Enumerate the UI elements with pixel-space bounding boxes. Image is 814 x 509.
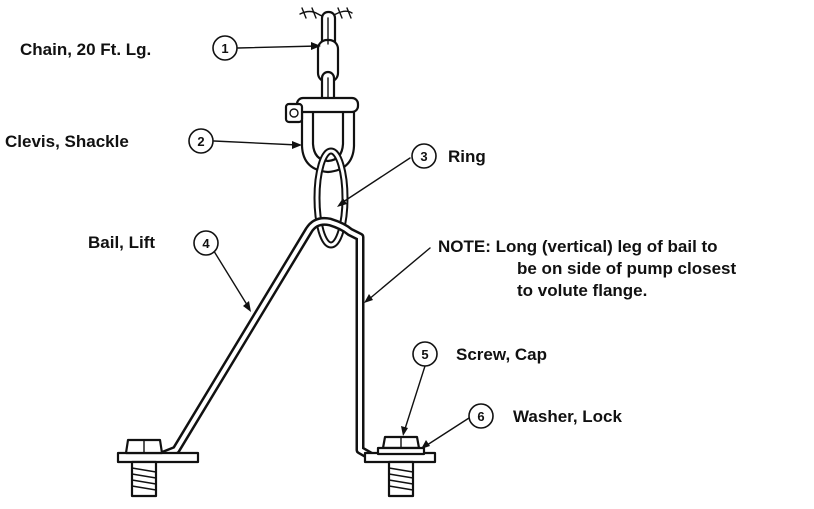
label-screw-cap: Screw, Cap [456, 345, 547, 364]
callout-number-5: 5 [421, 347, 428, 362]
lock-washer [376, 446, 426, 456]
callout-number-2: 2 [197, 134, 204, 149]
callout-4: Bail, Lift 4 [88, 230, 219, 256]
label-clevis-shackle: Clevis, Shackle [5, 132, 129, 151]
label-washer-lock: Washer, Lock [513, 407, 623, 426]
label-bail-lift: Bail, Lift [88, 233, 155, 252]
note-line-3: to volute flange. [517, 281, 647, 300]
ring [313, 147, 349, 249]
note-line-2: be on side of pump closest [517, 259, 736, 278]
callout-number-4: 4 [202, 236, 210, 251]
label-chain: Chain, 20 Ft. Lg. [20, 40, 151, 59]
label-ring: Ring [448, 147, 486, 166]
callout-2: Clevis, Shackle 2 [5, 128, 214, 154]
cap-screw-right-shank [387, 460, 415, 498]
note-line-1: NOTE: Long (vertical) leg of bail to [438, 237, 718, 256]
callout-1: Chain, 20 Ft. Lg. 1 [20, 35, 238, 61]
callout-3: 3 Ring [411, 143, 486, 169]
callout-number-6: 6 [477, 409, 484, 424]
note-text: NOTE: Long (vertical) leg of bail to be … [438, 237, 736, 300]
cap-screw-left [124, 438, 164, 498]
callout-5: 5 Screw, Cap [412, 341, 547, 367]
callout-number-1: 1 [221, 41, 228, 56]
lift-bail [116, 216, 437, 464]
leader-lines [211, 42, 470, 449]
clevis-shackle [284, 96, 360, 174]
callout-number-3: 3 [420, 149, 427, 164]
callout-6: 6 Washer, Lock [468, 403, 623, 429]
cap-screw-right [381, 435, 421, 450]
